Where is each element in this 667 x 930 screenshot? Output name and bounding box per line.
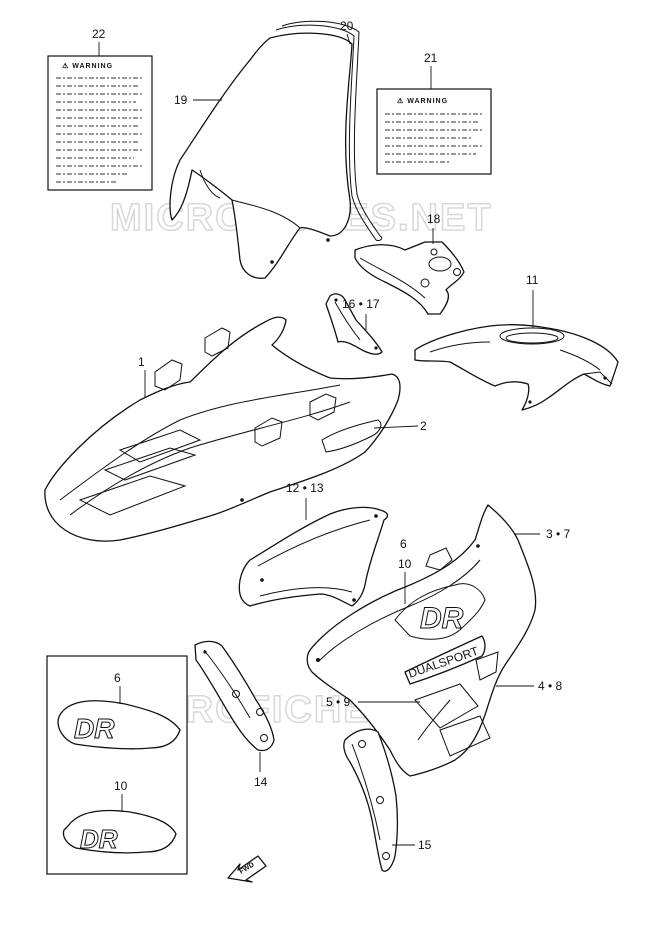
dr-decal-6: DR: [57, 700, 181, 750]
callout-22: 22: [92, 27, 106, 41]
callout-10-inset: 10: [114, 779, 128, 793]
number-plate-trim-strip: [275, 20, 383, 241]
callout-2: 2: [420, 419, 427, 433]
callout-21: 21: [424, 51, 438, 65]
callout-5-9: 5 • 9: [326, 695, 351, 709]
callout-3-7: 3 • 7: [546, 527, 571, 541]
fwd-arrow: FWD: [227, 855, 267, 883]
callout-6: 6: [400, 537, 407, 551]
headlight-cover-11: [414, 324, 619, 411]
dr-decal-6-logo: DR: [74, 713, 115, 744]
bracket-16-17: [325, 293, 383, 355]
dr-decal-10: DR: [62, 809, 177, 855]
warning-label-22: ⚠ WARNING: [47, 55, 153, 191]
dr-decal-10-logo: DR: [80, 824, 118, 854]
bracket-18: [354, 241, 465, 315]
tank-shroud-3-7: DR DUALSPORT: [306, 504, 537, 777]
front-number-plate: [169, 32, 353, 279]
warning-label-21: ⚠ WARNING: [376, 88, 492, 175]
decal-inset-box: DR DR: [46, 655, 188, 875]
callout-4-8: 4 • 8: [538, 679, 563, 693]
callout-16-17: 16 • 17: [342, 297, 380, 311]
side-cover-12-13: [238, 506, 389, 607]
panel-14: [194, 640, 275, 752]
lower-cover-15: [343, 728, 399, 872]
dr-logo-decal-on-shroud: DR: [420, 602, 464, 635]
callout-10: 10: [398, 557, 412, 571]
callout-15: 15: [418, 838, 432, 852]
warning-label-22-heading: ⚠ WARNING: [62, 62, 113, 70]
callout-20: 20: [340, 19, 354, 33]
callout-12-13: 12 • 13: [286, 481, 324, 495]
callout-6-inset: 6: [114, 671, 121, 685]
callout-18: 18: [427, 212, 441, 226]
callout-11: 11: [526, 273, 539, 287]
callout-1: 1: [138, 355, 145, 369]
callout-19: 19: [174, 93, 188, 107]
rear-fender-1: [44, 316, 401, 542]
warning-label-21-heading: ⚠ WARNING: [397, 97, 448, 105]
callout-14: 14: [254, 775, 268, 789]
